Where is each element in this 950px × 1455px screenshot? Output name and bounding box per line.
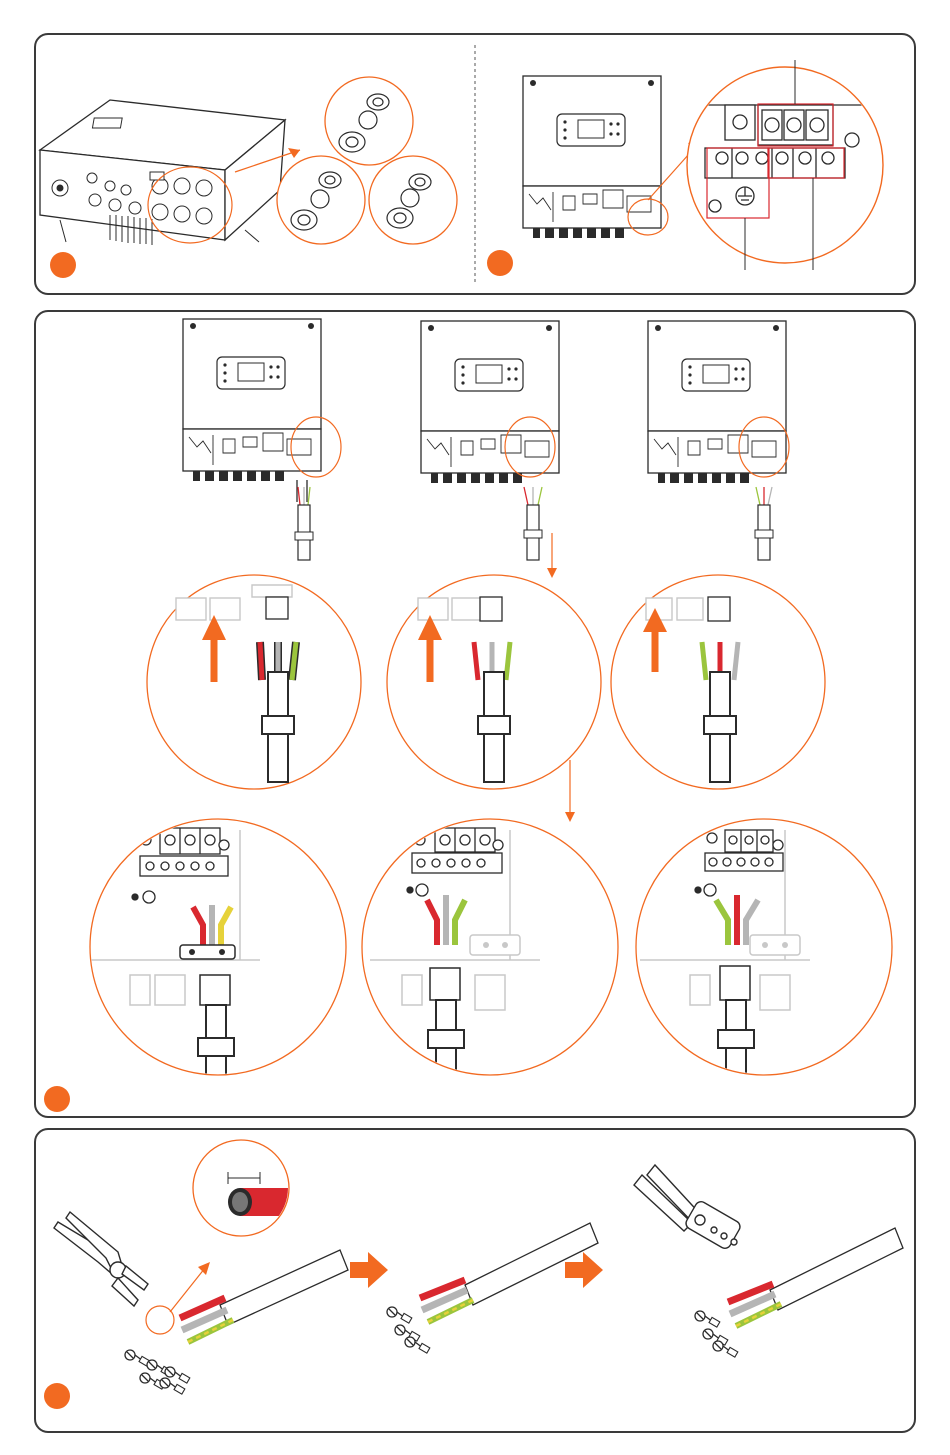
inverter-isometric-icon [40, 100, 285, 245]
terminal-wiring-circle-1 [90, 819, 346, 1085]
gland-insert-circle-3 [611, 575, 825, 789]
cable-with-ferrules [387, 1223, 598, 1353]
step-badge [44, 1383, 70, 1409]
step-badge [50, 252, 76, 278]
inverter-column-3 [648, 321, 789, 560]
inverter-icon [523, 76, 661, 238]
arrow-right-icon [565, 1252, 603, 1288]
inverter-column-1 [183, 319, 341, 560]
terminal-wiring-circle-3 [636, 819, 892, 1080]
strip-length-detail [193, 1140, 310, 1236]
inverter-column-2 [421, 321, 559, 578]
gland-insert-circle-2 [387, 575, 601, 822]
cable-stripped [125, 1250, 348, 1394]
crimping-tool-icon [634, 1165, 742, 1250]
cable-gland-detail-circles [277, 77, 457, 244]
terminal-block-detail [687, 60, 883, 270]
wire-stripper-icon [54, 1212, 148, 1306]
gland-insert-circle-1 [147, 575, 361, 789]
terminal-wiring-circle-2 [362, 819, 618, 1080]
step-badge [44, 1086, 70, 1112]
step-badge [487, 250, 513, 276]
arrow-right-icon [350, 1252, 388, 1288]
